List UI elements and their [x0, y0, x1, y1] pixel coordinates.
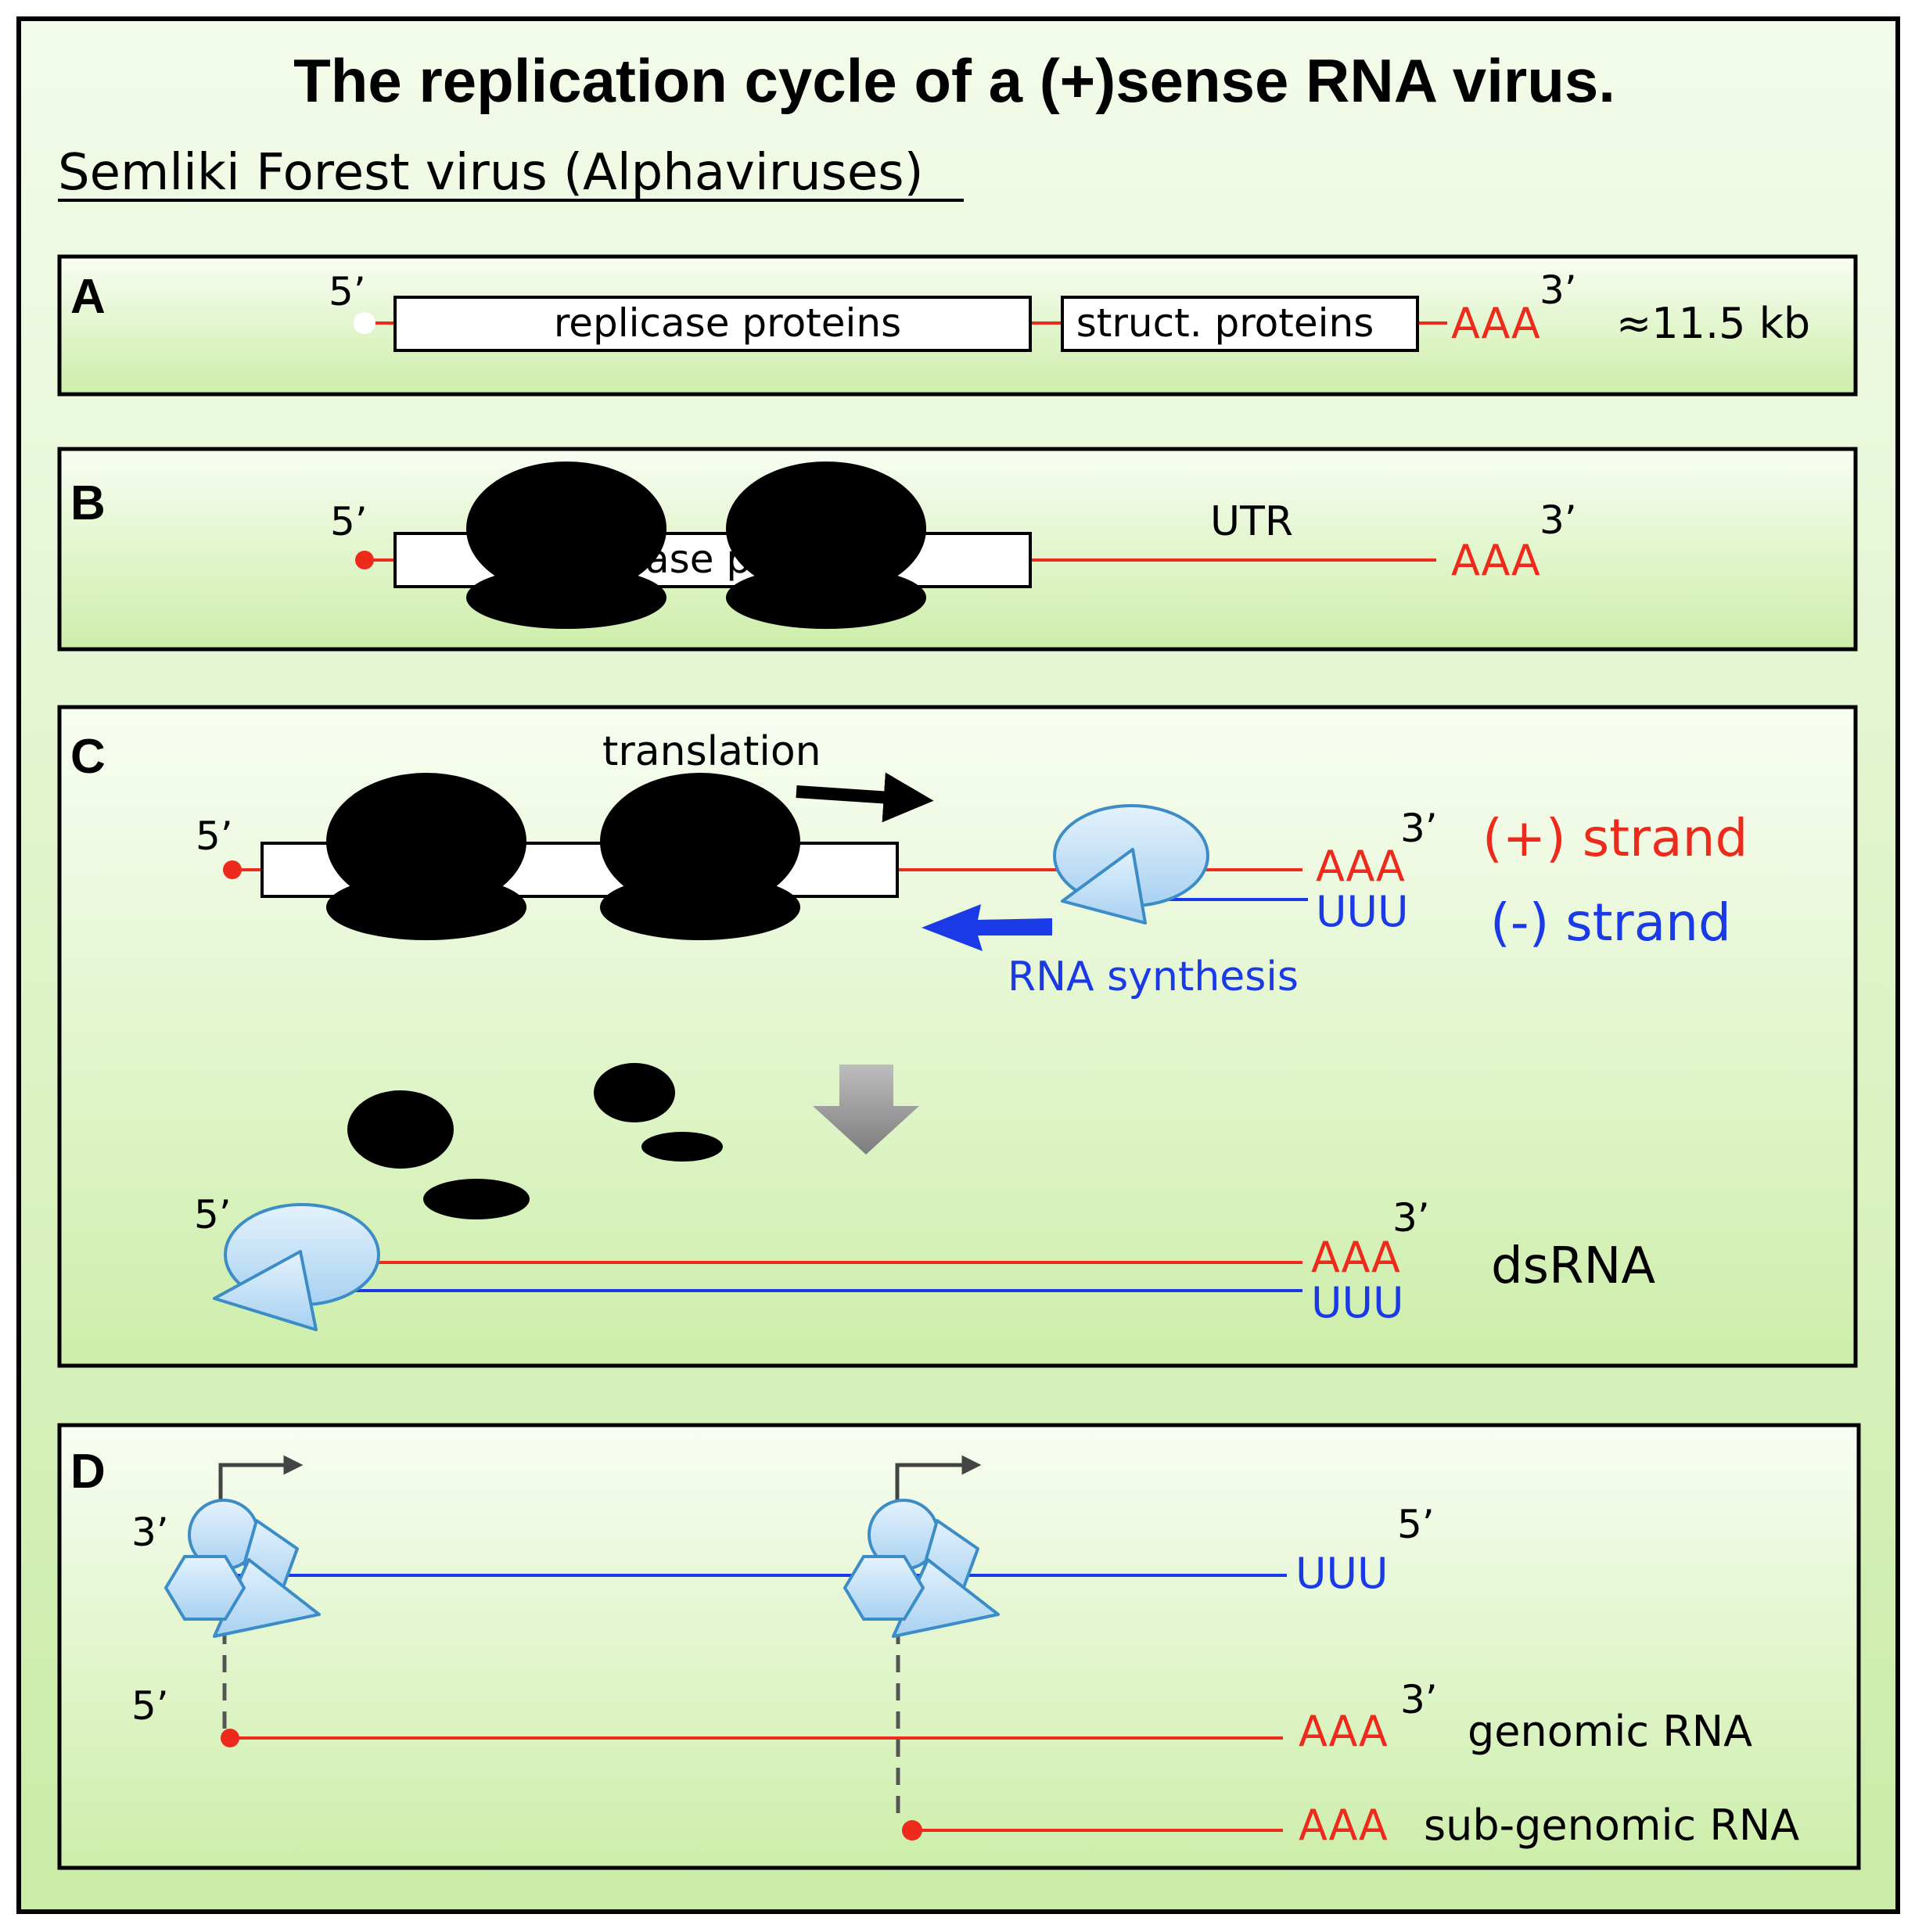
replicase-icon: [163, 1499, 321, 1638]
free-large-subunit: [594, 1063, 675, 1122]
utr-label: UTR: [1210, 498, 1293, 545]
panel-c-poly-u: UUU: [1316, 887, 1409, 936]
replicase-icon: [843, 1499, 1000, 1638]
panel-c: C translation RNA synthesis 5’ AAA UUU 3…: [57, 705, 1858, 1368]
dsrna-poly-a: AAA: [1311, 1233, 1400, 1282]
replicase-box: [393, 296, 1032, 352]
panel-c-letter: C: [70, 730, 106, 784]
ribosome-icon: [466, 461, 666, 629]
panel-b: B replicase proteins 5’ UTR AAA 3’: [57, 447, 1858, 652]
panel-d-five-prime-top: 5’: [1397, 1502, 1435, 1547]
panel-a-three-prime: 3’: [1540, 268, 1577, 313]
structural-box-label: struct. proteins: [1076, 300, 1374, 346]
subgenomic-poly-a: AAA: [1299, 1801, 1388, 1850]
replicase-box-label: replicase proteins: [554, 300, 901, 346]
free-small-subunit: [641, 1132, 723, 1162]
panel-b-letter: B: [70, 476, 106, 530]
genome-size: ≈11.5 kb: [1616, 299, 1810, 348]
minus-strand-label: (-) strand: [1490, 892, 1731, 953]
panel-a-cap: [354, 312, 375, 334]
dsrna-poly-u: UUU: [1311, 1278, 1404, 1327]
free-small-subunit: [423, 1179, 530, 1219]
promoter-arrow-icon: [218, 1455, 304, 1505]
panel-d-three-prime-mid: 3’: [1400, 1677, 1438, 1722]
panel-c-cap: [223, 860, 242, 879]
page-subtitle: Semliki Forest virus (Alphaviruses): [58, 144, 924, 202]
structural-box: [1061, 296, 1419, 352]
ribosome-icon: [600, 773, 800, 940]
page-title: The replication cycle of a (+)sense RNA …: [293, 46, 1615, 115]
subgenomic-cap: [902, 1820, 922, 1840]
panel-d-three-prime-top: 3’: [131, 1510, 169, 1555]
replicase-icon: [1053, 804, 1209, 925]
subgenomic-rna-label: sub-genomic RNA: [1424, 1801, 1799, 1850]
genomic-rna-label: genomic RNA: [1468, 1707, 1752, 1756]
panel-d-five-prime-mid: 5’: [131, 1683, 169, 1729]
panel-d-letter: D: [70, 1445, 106, 1499]
panel-b-cap: [355, 551, 374, 569]
panel-c-poly-a: AAA: [1316, 842, 1405, 891]
promoter-arrow-icon: [895, 1455, 982, 1505]
genomic-poly-a: AAA: [1299, 1707, 1388, 1756]
panel-b-five-prime: 5’: [330, 499, 368, 544]
rna-synthesis-arrow-icon: [922, 904, 1052, 951]
panel-b-three-prime: 3’: [1540, 497, 1577, 543]
ribosome-icon: [326, 773, 526, 940]
panel-b-poly-a: AAA: [1451, 536, 1540, 585]
rna-synthesis-label: RNA synthesis: [1008, 953, 1299, 1000]
free-large-subunit: [347, 1090, 454, 1169]
dsrna-label: dsRNA: [1491, 1237, 1655, 1295]
ribosome-icon: [726, 461, 926, 629]
down-arrow-icon: [813, 1065, 919, 1155]
panel-d-frame: [57, 1423, 1861, 1870]
panel-a-letter: A: [70, 270, 106, 324]
plus-strand-label: (+) strand: [1482, 808, 1748, 868]
translation-label: translation: [602, 728, 821, 775]
genomic-cap: [221, 1729, 239, 1747]
panel-a-poly-a: AAA: [1451, 299, 1540, 348]
panel-c-three-prime: 3’: [1400, 806, 1438, 851]
panel-d: D 3’ 5’ UUU 5’ 3: [57, 1423, 1861, 1870]
replicase-icon: [213, 1203, 380, 1331]
panel-a-five-prime: 5’: [329, 269, 366, 314]
translation-arrow-icon: [796, 772, 934, 823]
dsrna-five-prime: 5’: [194, 1192, 232, 1237]
dsrna-three-prime: 3’: [1392, 1195, 1430, 1241]
panel-a: A replicase proteins struct. proteins 5’…: [57, 254, 1858, 397]
panel-c-five-prime: 5’: [196, 813, 233, 859]
panel-d-poly-u: UUU: [1295, 1549, 1389, 1598]
